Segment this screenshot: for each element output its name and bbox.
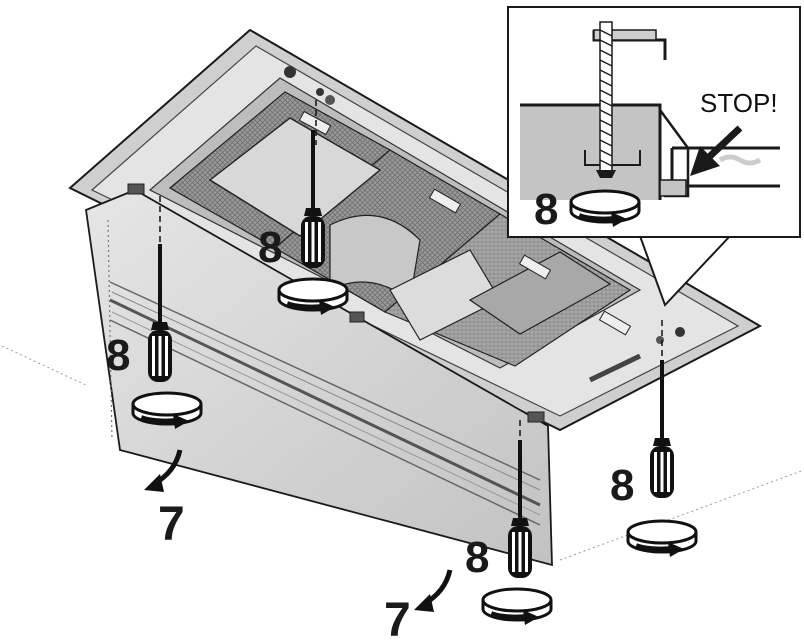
hood-body <box>68 28 763 432</box>
detail-callout: STOP! 8 <box>507 6 801 307</box>
step-number-8: 8 <box>465 533 489 582</box>
step-number-8: 8 <box>106 331 130 380</box>
ceiling-line <box>1 345 804 561</box>
stop-arrow-icon <box>690 125 743 176</box>
step-number-8: 8 <box>610 461 634 510</box>
step-number-7: 7 <box>158 498 185 551</box>
threaded-screw-icon <box>596 21 616 178</box>
stop-label: STOP! <box>700 88 778 118</box>
step-number-8: 8 <box>258 223 282 272</box>
fan-housing <box>208 117 382 237</box>
callout-step-number: 8 <box>534 185 558 234</box>
rotation-arrow-icon <box>483 589 551 625</box>
rotation-arrow-icon <box>628 521 696 557</box>
step-number-7: 7 <box>384 594 411 640</box>
curved-arrow-icon <box>414 570 450 612</box>
